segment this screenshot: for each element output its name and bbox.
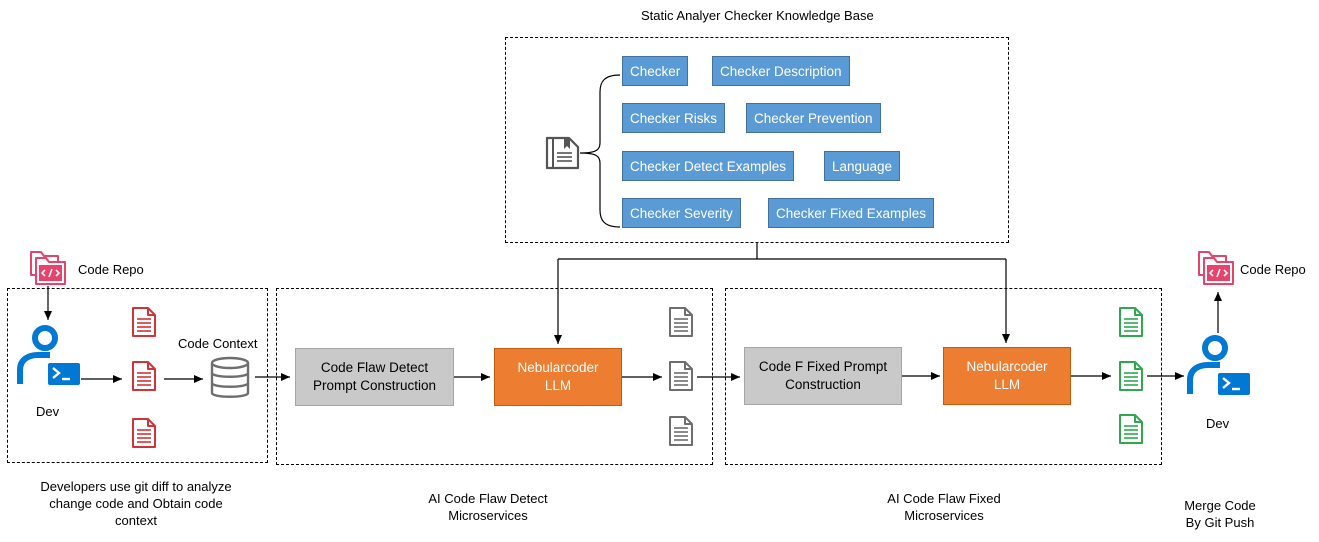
fix-llm-line-2: LLM (993, 377, 1021, 392)
code-repo-label-right: Code Repo (1240, 262, 1306, 277)
kb-item-checker-fixed-examples: Checker Fixed Examples (768, 198, 935, 228)
document-icon (669, 307, 693, 337)
merge-caption: Merge Code By Git Push (1160, 497, 1280, 531)
fix-prompt-line-2: Construction (785, 377, 861, 392)
detect-prompt-box: Code Flaw Detect Prompt Construction (295, 348, 454, 406)
document-icon (1119, 414, 1143, 444)
document-icon (669, 361, 693, 391)
folder-code-icon (30, 251, 66, 285)
developer-caption-line-2: change code and Obtain code (49, 496, 223, 511)
document-icon (132, 418, 156, 448)
fix-caption: AI Code Flaw Fixed Microservices (856, 490, 1032, 524)
dev-label-right: Dev (1206, 416, 1230, 431)
kb-to-llm-connector (554, 243, 1010, 344)
knowledge-base-frame (505, 37, 1009, 243)
fix-llm-line-1: Nebularcoder (966, 359, 1048, 374)
developer-caption-line-3: context (115, 513, 157, 528)
kb-item-checker-severity: Checker Severity (622, 198, 741, 228)
kb-item-checker: Checker (622, 56, 689, 86)
fix-caption-line-2: Microservices (904, 508, 984, 523)
developer-section-frame (7, 288, 268, 463)
document-icon (1119, 307, 1143, 337)
detect-caption: AI Code Flaw Detect Microservices (400, 490, 576, 524)
merge-caption-line-2: By Git Push (1185, 515, 1255, 530)
detect-prompt-line-1: Code Flaw Detect (320, 360, 429, 375)
detect-llm-line-2: LLM (544, 378, 572, 393)
fix-prompt-line-1: Code F Fixed Prompt (758, 359, 888, 374)
detect-caption-line-1: AI Code Flaw Detect (428, 491, 548, 506)
document-icon (132, 307, 156, 337)
detect-llm-box: Nebularcoder LLM (494, 348, 622, 406)
folder-code-icon (1198, 251, 1234, 285)
detect-caption-line-2: Microservices (448, 508, 528, 523)
fix-prompt-box: Code F Fixed Prompt Construction (744, 347, 902, 405)
document-icon (1119, 361, 1143, 391)
document-icon (669, 416, 693, 446)
kb-item-checker-description: Checker Description (712, 56, 850, 86)
detect-llm-line-1: Nebularcoder (517, 360, 599, 375)
kb-brace (579, 74, 621, 228)
code-repo-label-left: Code Repo (78, 262, 144, 277)
detect-prompt-line-2: Prompt Construction (312, 378, 437, 393)
merge-caption-line-1: Merge Code (1184, 498, 1256, 513)
code-context-label: Code Context (178, 336, 258, 351)
kb-item-checker-prevention: Checker Prevention (746, 103, 881, 133)
kb-item-checker-detect-examples: Checker Detect Examples (622, 151, 795, 181)
document-icon (132, 361, 156, 391)
kb-item-checker-risks: Checker Risks (622, 103, 726, 133)
developer-icon (1190, 338, 1250, 395)
dev-label-left: Dev (36, 404, 60, 419)
kb-title: Static Analyer Checker Knowledge Base (641, 8, 874, 23)
book-icon (545, 136, 580, 170)
developer-caption: Developers use git diff to analyze chang… (6, 478, 266, 529)
developer-caption-line-1: Developers use git diff to analyze (40, 479, 232, 494)
database-icon (210, 356, 250, 398)
fix-caption-line-1: AI Code Flaw Fixed (887, 491, 1001, 506)
kb-item-language: Language (824, 151, 901, 181)
developer-icon (20, 328, 80, 385)
fix-llm-box: Nebularcoder LLM (943, 347, 1071, 405)
